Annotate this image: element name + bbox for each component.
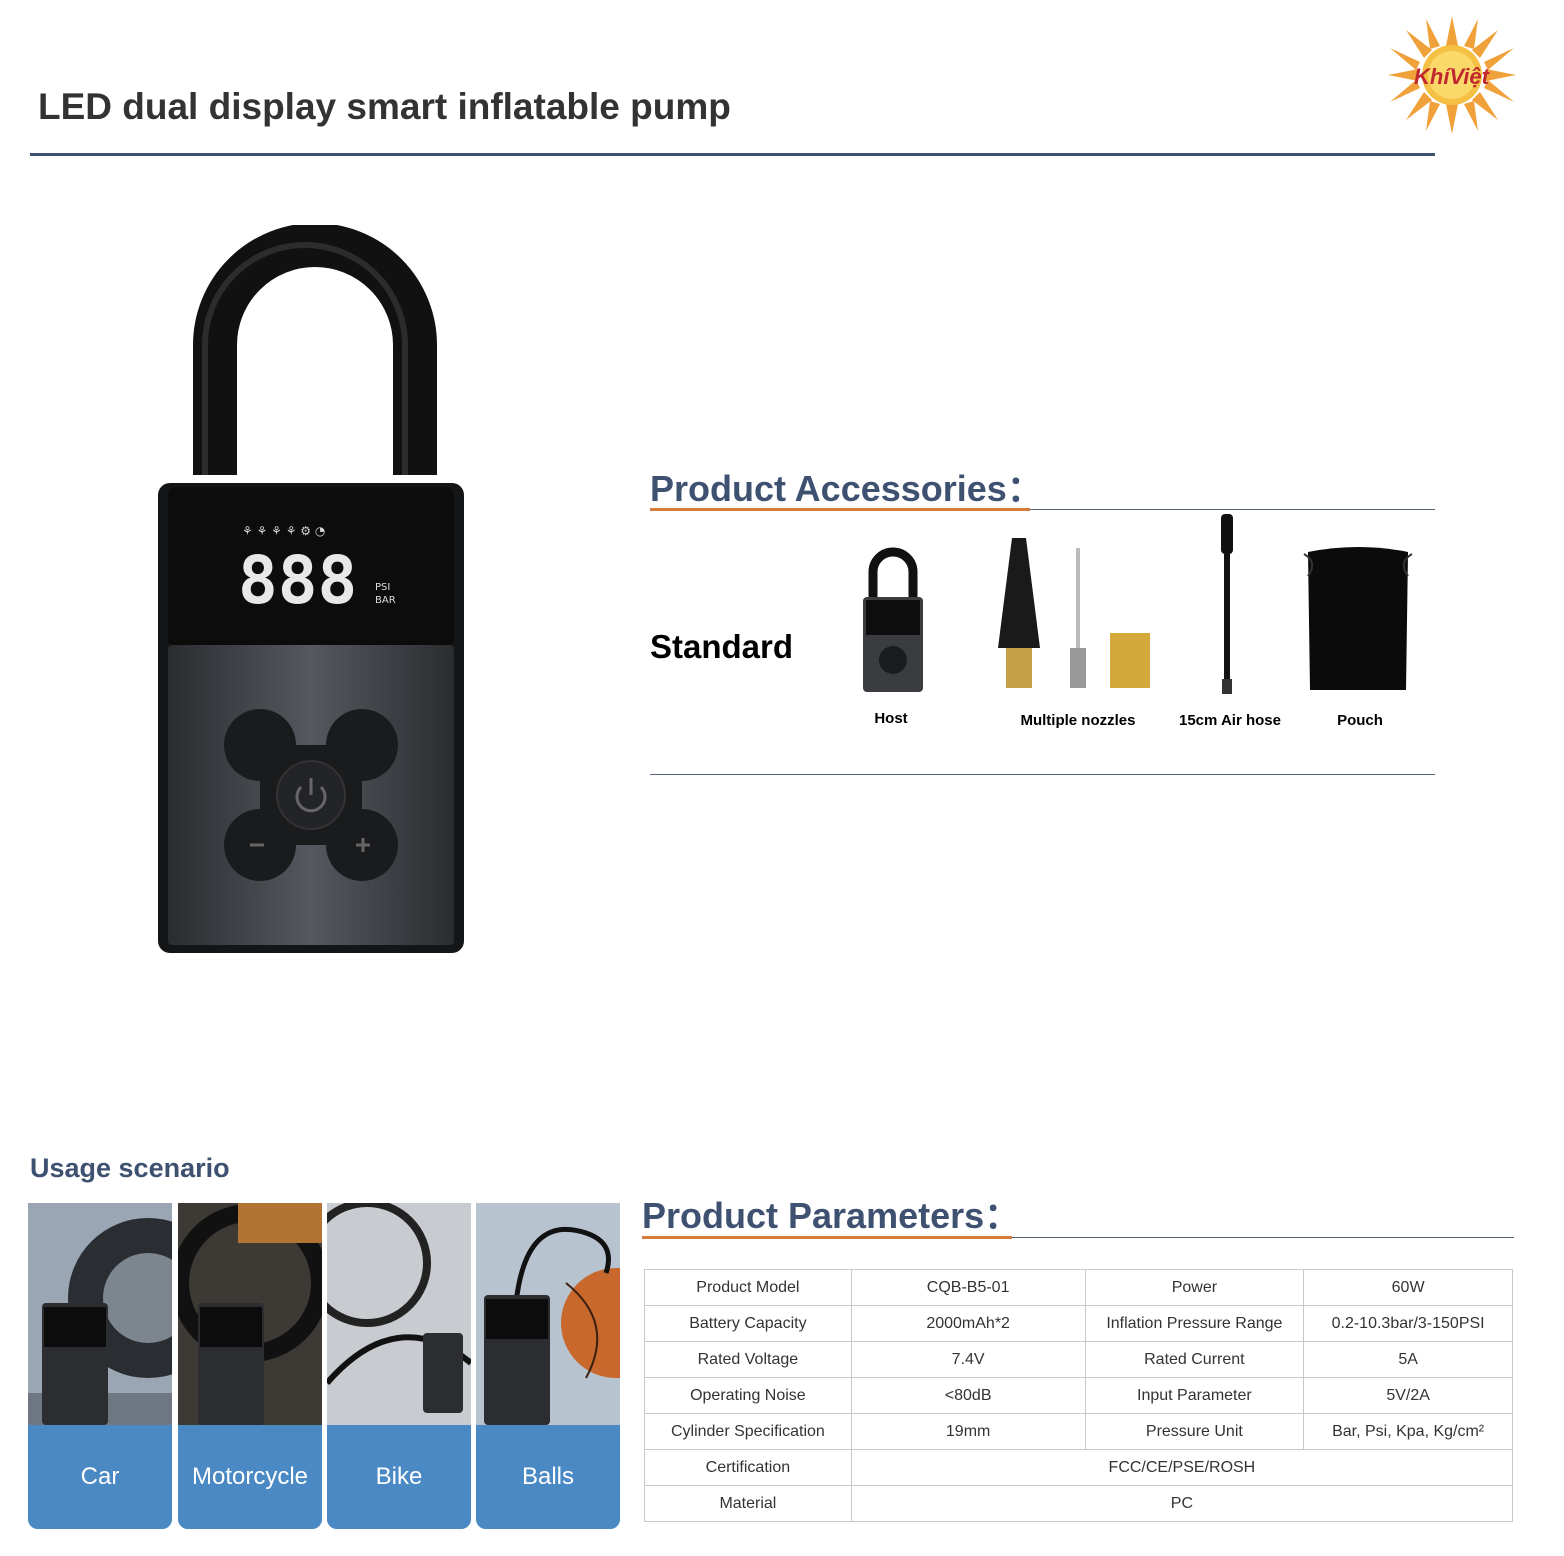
khiviet-logo-sun-icon: [1388, 16, 1516, 134]
param-key: Rated Voltage: [644, 1341, 852, 1378]
scenario-label-bike: Bike: [327, 1425, 471, 1529]
param-value: Bar, Psi, Kpa, Kg/cm²: [1303, 1413, 1513, 1450]
scenario-card-car: Car: [28, 1203, 172, 1529]
accessory-caption-nozzles: Multiple nozzles: [1020, 712, 1136, 729]
param-key: Certification: [644, 1449, 852, 1486]
scenario-card-motorcycle: Motorcycle: [178, 1203, 322, 1529]
param-key: Rated Current: [1084, 1341, 1305, 1378]
accessory-caption-air-hose: 15cm Air hose: [1179, 712, 1281, 729]
page-title: LED dual display smart inflatable pump: [38, 86, 731, 127]
param-value: 0.2-10.3bar/3-150PSI: [1303, 1305, 1513, 1342]
accessories-heading-rule: [650, 509, 1435, 510]
air-hose-image: [1221, 514, 1233, 694]
bike-scene-image: [327, 1203, 471, 1425]
table-row: Rated Voltage 7.4V Rated Current 5A: [644, 1341, 1513, 1378]
table-row: Battery Capacity 2000mAh*2 Inflation Pre…: [644, 1305, 1513, 1342]
table-row: Cylinder Specification 19mm Pressure Uni…: [644, 1413, 1513, 1450]
param-key: Pressure Unit: [1084, 1413, 1305, 1450]
usage-heading: Usage scenario: [30, 1153, 230, 1183]
scenario-card-bike: Bike: [327, 1203, 471, 1529]
pump-unit-psi: PSI: [375, 582, 390, 593]
accessories-bottom-rule: [650, 774, 1435, 775]
pump-unit-bar: BAR: [375, 595, 396, 606]
param-key: Input Parameter: [1084, 1377, 1305, 1414]
pump-hero-image: ⚘ ⚘ ⚘ ⚘ ⚙ ◔ 888 PSI BAR: [158, 225, 464, 953]
table-row: Certification FCC/CE/PSE/ROSH: [644, 1449, 1514, 1486]
table-row: Product Model CQB-B5-01 Power 60W: [644, 1269, 1513, 1306]
param-value: 19mm: [850, 1413, 1086, 1450]
table-row: Material PC: [644, 1485, 1514, 1522]
param-value: 5V/2A: [1303, 1377, 1513, 1414]
param-value: PC: [850, 1485, 1514, 1522]
accessories-heading: Product Accessories：: [650, 468, 1043, 509]
scenario-card-balls: Balls: [476, 1203, 620, 1529]
pump-display-digits: 888: [238, 542, 357, 619]
param-value: CQB-B5-01: [850, 1269, 1086, 1306]
balls-scene-image: [476, 1203, 620, 1425]
param-key: Operating Noise: [644, 1377, 852, 1414]
standard-label: Standard: [650, 628, 794, 665]
scenario-label-car: Car: [28, 1425, 172, 1529]
param-value: 7.4V: [850, 1341, 1086, 1378]
param-value: 5A: [1303, 1341, 1513, 1378]
param-key: Material: [644, 1485, 852, 1522]
parameters-heading-accent: [642, 1236, 1012, 1239]
accessory-caption-host: Host: [874, 710, 908, 727]
parameters-heading-rule: [642, 1237, 1514, 1238]
svg-text:⚘ ⚘ ⚘ ⚘ ⚙ ◔: ⚘ ⚘ ⚘ ⚘ ⚙ ◔: [242, 524, 325, 538]
car-scene-image: [28, 1203, 172, 1425]
param-value: FCC/CE/PSE/ROSH: [850, 1449, 1514, 1486]
param-key: Cylinder Specification: [644, 1413, 852, 1450]
parameters-table: Product Model CQB-B5-01 Power 60W Batter…: [644, 1269, 1514, 1522]
host-image: [863, 547, 923, 692]
param-key: Product Model: [644, 1269, 852, 1306]
parameters-heading: Product Parameters：: [642, 1195, 1021, 1236]
accessory-caption-pouch: Pouch: [1337, 712, 1383, 729]
table-row: Operating Noise <80dB Input Parameter 5V…: [644, 1377, 1513, 1414]
title-divider: [30, 153, 1435, 156]
logo-text: KhíViệt: [1414, 64, 1489, 89]
scenario-label-motorcycle: Motorcycle: [178, 1425, 322, 1529]
param-key: Inflation Pressure Range: [1084, 1305, 1305, 1342]
param-key: Battery Capacity: [644, 1305, 852, 1342]
scenario-label-balls: Balls: [476, 1425, 620, 1529]
accessories-heading-accent: [650, 508, 1030, 511]
param-value: 60W: [1303, 1269, 1513, 1306]
nozzles-image: [998, 538, 1150, 688]
motorcycle-scene-image: [178, 1203, 322, 1425]
param-value: 2000mAh*2: [850, 1305, 1086, 1342]
param-key: Power: [1084, 1269, 1305, 1306]
param-value: <80dB: [850, 1377, 1086, 1414]
pouch-image: [1303, 547, 1413, 690]
